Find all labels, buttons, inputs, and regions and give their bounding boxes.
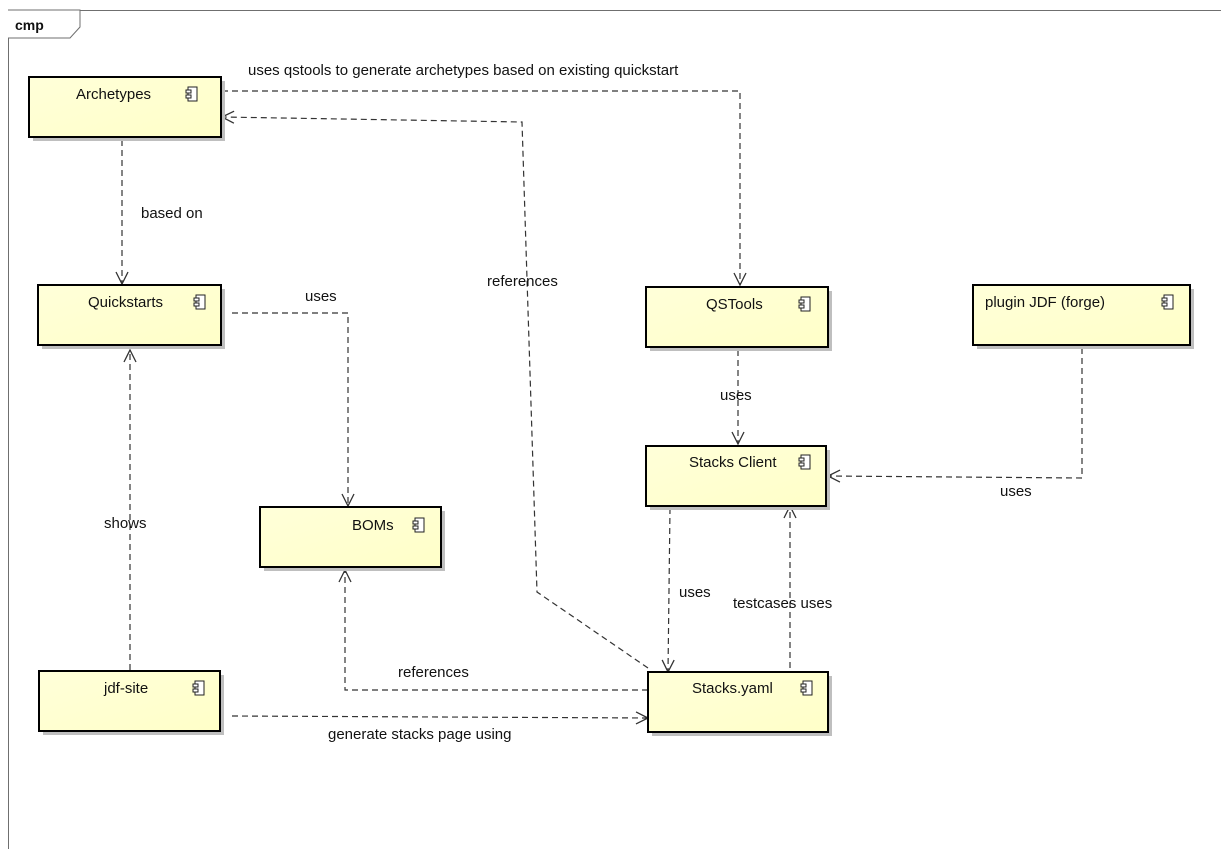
- edge-label-archetypes-to-quickstarts: based on: [141, 205, 203, 222]
- component-qstools-label: QSTools: [706, 296, 763, 313]
- component-archetypes-label: Archetypes: [76, 86, 151, 103]
- component-stacks-client-label: Stacks Client: [689, 454, 777, 471]
- component-icon: [798, 454, 811, 470]
- edge-label-plugin-to-stacks-client: uses: [1000, 483, 1032, 500]
- edge-stacks-yaml-to-archetypes: [222, 117, 649, 669]
- component-stacks-yaml[interactable]: Stacks.yaml: [647, 671, 832, 736]
- edge-plugin-to-stacks-client: [828, 348, 1083, 478]
- component-icon: [193, 294, 206, 310]
- component-icon: [185, 86, 198, 102]
- edge-label-stacks-client-to-stacks-yaml: uses: [679, 584, 711, 601]
- component-jdf-site-label: jdf-site: [103, 680, 148, 697]
- component-icon: [192, 680, 205, 696]
- component-boms[interactable]: BOMs: [259, 506, 445, 571]
- edge-label-jdf-site-to-stacks-yaml: generate stacks page using: [328, 726, 511, 743]
- edge-stacks-client-to-stacks-yaml: [668, 507, 670, 672]
- frame-label: cmp: [15, 17, 44, 33]
- edge-archetypes-to-qstools: [222, 90, 740, 285]
- component-icon: [1161, 294, 1174, 310]
- component-stacks-client[interactable]: Stacks Client: [645, 445, 830, 510]
- component-icon: [798, 296, 811, 312]
- component-icon: [800, 680, 813, 696]
- edge-label-stacks-yaml-to-archetypes: references: [487, 273, 558, 290]
- edge-label-jdf-site-to-quickstarts: shows: [104, 515, 147, 532]
- component-archetypes[interactable]: Archetypes: [28, 76, 225, 141]
- component-quickstarts-label: Quickstarts: [88, 294, 163, 311]
- edge-jdf-site-to-stacks-yaml: [231, 716, 648, 718]
- edge-label-archetypes-to-qstools: uses qstools to generate archetypes base…: [248, 62, 679, 79]
- component-qstools[interactable]: QSTools: [645, 286, 832, 351]
- edge-label-qstools-to-stacks-client: uses: [720, 387, 752, 404]
- edge-label-stacks-yaml-to-boms: references: [398, 664, 469, 681]
- component-icon: [412, 517, 425, 533]
- component-quickstarts[interactable]: Quickstarts: [37, 284, 225, 349]
- frame-tab: cmp: [8, 9, 81, 39]
- component-boms-label: BOMs: [352, 517, 394, 534]
- diagram-frame: [8, 10, 1221, 849]
- component-plugin-jdf-forge[interactable]: plugin JDF (forge): [972, 284, 1194, 349]
- component-plugin-jdf-label: plugin JDF (forge): [985, 294, 1105, 311]
- edge-stacks-yaml-to-boms: [345, 570, 648, 691]
- component-stacks-yaml-label: Stacks.yaml: [692, 680, 773, 697]
- edge-label-quickstarts-to-boms: uses: [305, 288, 337, 305]
- component-jdf-site[interactable]: jdf-site: [38, 670, 224, 735]
- edge-label-stacks-yaml-to-stacks-client: testcases uses: [733, 595, 832, 612]
- edge-quickstarts-to-boms: [232, 312, 348, 506]
